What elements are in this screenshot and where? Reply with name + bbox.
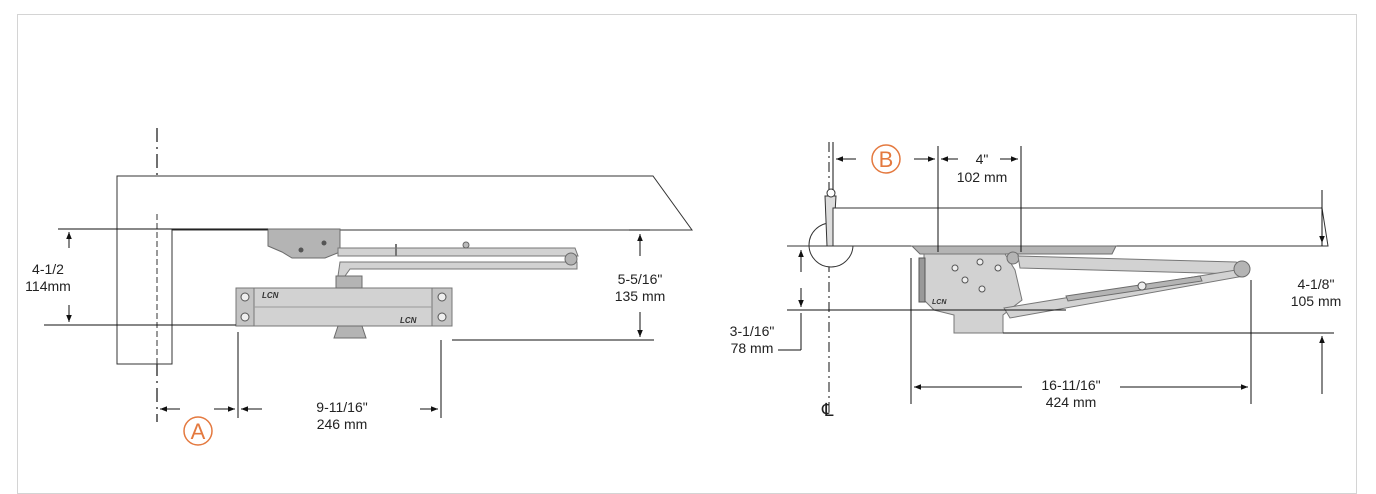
left-lower-arm	[337, 261, 578, 277]
callout-b-label: B	[879, 147, 894, 172]
screw-icon	[1137, 281, 1147, 291]
right-drop-in-label: 3-1/16"	[730, 323, 775, 339]
right-height-mm-label: 105 mm	[1291, 293, 1342, 309]
screw-icon	[240, 312, 250, 322]
left-height-mm-label: 114mm	[25, 278, 71, 294]
right-arm-rod	[1065, 275, 1203, 302]
right-drop-mm-label: 78 mm	[731, 340, 774, 356]
screw-icon	[321, 240, 327, 246]
callout-a-circle	[183, 416, 213, 446]
right-logo: LCN	[932, 299, 947, 306]
right-view: ℄ LCN B 4" 10	[730, 142, 1342, 421]
right-length-in-label: 16-11/16"	[1041, 377, 1100, 393]
left-closer-pinion	[333, 325, 367, 339]
arm-joint	[395, 244, 397, 256]
right-offset-in-label: 4"	[976, 151, 989, 167]
screw-icon	[437, 292, 447, 302]
arm-pivot	[564, 252, 578, 266]
screw-icon	[961, 276, 969, 284]
screw-icon	[240, 292, 250, 302]
left-projection-mm-label: 135 mm	[615, 288, 666, 304]
right-closer-end	[918, 257, 926, 303]
right-length-mm-label: 424 mm	[1046, 394, 1097, 410]
screw-icon	[462, 241, 470, 249]
right-closer-shaft	[1006, 251, 1020, 265]
right-mount-plate	[910, 245, 1117, 255]
screw-icon	[976, 258, 984, 266]
screw-icon	[994, 264, 1002, 272]
right-closer-body	[923, 253, 1023, 334]
left-logo-top: LCN	[262, 291, 279, 300]
right-door	[832, 207, 1329, 247]
callout-a-label: A	[191, 419, 206, 444]
right-arm-upper	[1017, 255, 1249, 275]
screw-icon	[951, 264, 959, 272]
left-length-in-label: 9-11/16"	[316, 399, 367, 415]
centerline-symbol: ℄	[821, 400, 834, 421]
left-projection-in-label: 5-5/16"	[618, 271, 663, 287]
left-logo-bottom: LCN	[400, 316, 417, 325]
left-arm-bracket	[267, 228, 341, 259]
left-length-mm-label: 246 mm	[317, 416, 368, 432]
left-height-in-label: 4-1/2	[32, 261, 64, 277]
right-offset-mm-label: 102 mm	[957, 169, 1008, 185]
right-height-in-label: 4-1/8"	[1298, 276, 1335, 292]
hinge-pin	[826, 188, 836, 198]
screw-icon	[978, 285, 986, 293]
left-closer-shaft	[335, 275, 363, 289]
left-upper-arm	[337, 247, 579, 257]
callout-b-circle	[871, 144, 901, 174]
right-arm-shoe	[1233, 260, 1251, 278]
left-view: LCN LCN 4-1/2 114mm 5-5/16" 135 mm 9-11/…	[25, 128, 693, 446]
screw-icon	[437, 312, 447, 322]
left-door-frame	[116, 175, 693, 365]
screw-icon	[298, 247, 304, 253]
right-arm-lower	[1003, 269, 1246, 319]
